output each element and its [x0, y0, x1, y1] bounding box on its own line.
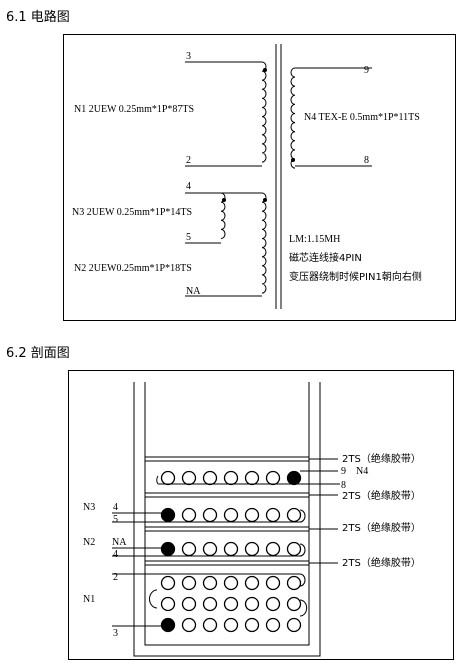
n1-r3-wire-1 [181, 617, 197, 633]
n3-label: N3 [83, 502, 95, 513]
n1-r2-wire-5 [265, 596, 281, 612]
n1-r1-wire-6 [286, 575, 302, 591]
tape-label-4: 2TS（绝缘胶带） [342, 556, 421, 569]
section-6-2-heading: 6.2 剖面图 [6, 346, 70, 361]
n1-r2-wire-3 [223, 596, 239, 612]
n3-wire-0 [160, 507, 176, 523]
n2-wire-3 [223, 541, 239, 557]
n4-wire-6 [286, 470, 302, 486]
transformer-core [275, 44, 282, 309]
n1-r3-wire-3 [223, 617, 239, 633]
cross-section-frame [68, 370, 454, 660]
dot-n4 [291, 158, 295, 162]
n2-wire-0 [160, 541, 176, 557]
winding-n1-label: N1 2UEW 0.25mm*1P*87TS [74, 104, 194, 115]
circuit-diagram-frame [63, 34, 456, 321]
n2-pin-4: 4 [113, 549, 118, 560]
tape-layer-2 [145, 492, 338, 498]
note-inductance: LM:1.15MH [289, 234, 340, 245]
n1-r3-wire-4 [244, 617, 260, 633]
n1-r2-wire-4 [244, 596, 260, 612]
n2-pin-na: NA [112, 537, 127, 548]
n3-coil-loops [220, 192, 226, 239]
tape-layer-1 [145, 456, 338, 462]
n4-winding-row [160, 470, 302, 486]
winding-n3-label: N3 2UEW 0.25mm*1P*14TS [72, 207, 192, 218]
pin-2-label: 2 [186, 155, 191, 166]
tape-layer-3 [145, 526, 338, 532]
section-6-1-heading: 6.1 电路图 [6, 10, 70, 25]
n4-wire-1 [181, 470, 197, 486]
n2-coil-loops [261, 192, 267, 294]
n2-label: N2 [83, 537, 95, 548]
n3-wire-6 [286, 507, 302, 523]
n4-pin-9: 9 [341, 466, 346, 477]
pin-5-label: 5 [186, 232, 191, 243]
n4-coil-loops [290, 67, 296, 169]
pin-8-label: 8 [364, 155, 369, 166]
n1-r3-wire-6 [286, 617, 302, 633]
winding-n3-coil [185, 192, 226, 244]
winding-n4-coil [290, 67, 372, 169]
pin-4-label: 4 [186, 181, 191, 192]
tape-layer-4 [145, 560, 338, 566]
n2-wire-2 [202, 541, 218, 557]
n1-label: N1 [83, 594, 95, 605]
n3-wire-4 [244, 507, 260, 523]
n3-pin-4: 4 [113, 502, 118, 513]
n2-wire-6 [286, 541, 302, 557]
n4-wire-0 [160, 470, 176, 486]
n1-r3-wire-0 [160, 617, 176, 633]
n1-coil-loops [261, 61, 267, 163]
dot-n1 [263, 68, 267, 72]
dot-n2 [263, 198, 267, 202]
note-pin1-orientation: 变压器绕制时候PIN1朝向右侧 [289, 270, 422, 283]
n2-wire-1 [181, 541, 197, 557]
winding-n2-coil [185, 192, 267, 297]
pin-9-label: 9 [364, 65, 369, 76]
n1-r2-wire-1 [181, 596, 197, 612]
n2-winding-row [160, 541, 302, 557]
n1-pin-2: 2 [113, 572, 118, 583]
n1-pin-3: 3 [113, 628, 118, 639]
n1-r2-wire-6 [286, 596, 302, 612]
tape-label-1: 2TS（绝缘胶带） [342, 452, 421, 465]
tape-label-2: 2TS（绝缘胶带） [342, 489, 421, 502]
n1-r1-wire-4 [244, 575, 260, 591]
winding-n2-label: N2 2UEW0.25mm*1P*18TS [74, 263, 192, 274]
n1-r3-wire-2 [202, 617, 218, 633]
winding-n1-coil [185, 61, 267, 167]
n3-wire-3 [223, 507, 239, 523]
winding-n4-label: N4 TEX-E 0.5mm*1P*11TS [304, 112, 420, 123]
n4-wire-4 [244, 470, 260, 486]
n4-wire-5 [265, 470, 281, 486]
n1-r1-wire-5 [265, 575, 281, 591]
n4-pin-8: 8 [341, 480, 346, 491]
n1-r1-wire-2 [202, 575, 218, 591]
dot-n3 [222, 198, 226, 202]
n1-winding-rows [160, 575, 302, 633]
n1-r1-wire-3 [223, 575, 239, 591]
n4-wire-2 [202, 470, 218, 486]
n4-wire-3 [223, 470, 239, 486]
n3-pin-5: 5 [113, 514, 118, 525]
n2-wire-5 [265, 541, 281, 557]
n4-label: N4 [356, 466, 368, 477]
note-core-connection: 磁芯连线接4PIN [289, 251, 362, 264]
n1-r3-wire-5 [265, 617, 281, 633]
n1-r2-wire-0 [160, 596, 176, 612]
n1-r1-wire-1 [181, 575, 197, 591]
n3-winding-row [160, 507, 302, 523]
pin-3-label: 3 [186, 51, 191, 62]
n2-wire-4 [244, 541, 260, 557]
n3-wire-2 [202, 507, 218, 523]
n1-r1-wire-0 [160, 575, 176, 591]
pin-na-label: NA [186, 286, 201, 297]
tape-label-3: 2TS（绝缘胶带） [342, 521, 421, 534]
n1-r2-wire-2 [202, 596, 218, 612]
n3-wire-5 [265, 507, 281, 523]
n3-wire-1 [181, 507, 197, 523]
